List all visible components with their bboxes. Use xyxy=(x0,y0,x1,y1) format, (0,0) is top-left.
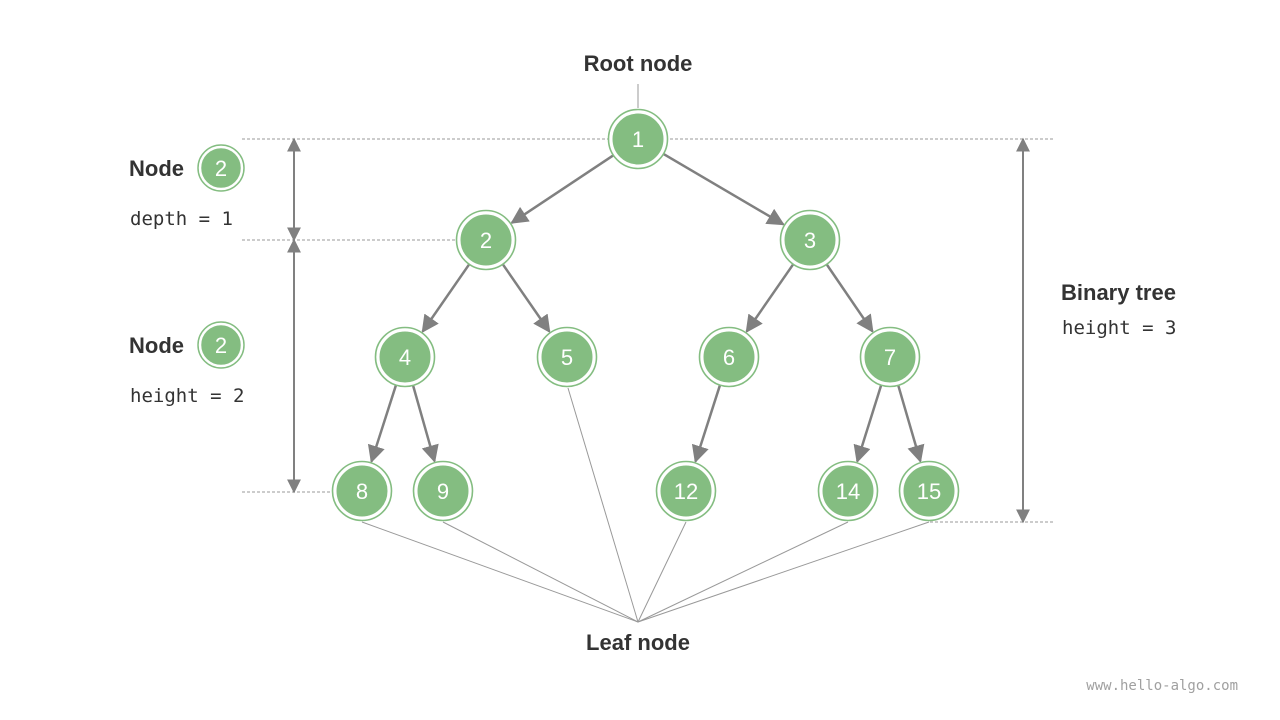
tree-edge-4-8 xyxy=(367,385,398,464)
tree-edge-7-15 xyxy=(897,385,925,463)
tree-node-label: 12 xyxy=(674,479,698,504)
node-height-title: Node xyxy=(129,333,184,358)
tree-node-label: 3 xyxy=(804,228,816,253)
leaf-pointer-14 xyxy=(637,521,849,623)
legend-node-height: 2 xyxy=(197,321,245,369)
tree-node-label: 6 xyxy=(723,345,735,370)
leaf-pointer-12 xyxy=(637,521,687,623)
tree-edges xyxy=(367,153,925,464)
tree-node-5: 5 xyxy=(536,326,598,388)
tree-node-1: 1 xyxy=(607,108,669,170)
tree-edge-3-6 xyxy=(745,263,794,333)
tree-edge-7-14 xyxy=(853,385,883,464)
tree-node-6: 6 xyxy=(698,326,760,388)
tree-node-label: 9 xyxy=(437,479,449,504)
tree-node-label: 7 xyxy=(884,345,896,370)
leaf-node-label: Leaf node xyxy=(586,630,690,655)
tree-node-2: 2 xyxy=(455,209,517,271)
tree-node-14: 14 xyxy=(817,460,879,522)
svg-text:2: 2 xyxy=(215,156,227,181)
node-depth-title: Node xyxy=(129,156,184,181)
tree-node-label: 5 xyxy=(561,345,573,370)
tree-edge-6-12 xyxy=(691,385,722,464)
root-node-label: Root node xyxy=(584,51,693,76)
tree-node-15: 15 xyxy=(898,460,960,522)
legend-node-depth: 2 xyxy=(197,144,245,192)
leaf-pointer-8 xyxy=(361,521,639,623)
tree-node-label: 14 xyxy=(836,479,860,504)
tree-node-12: 12 xyxy=(655,460,717,522)
tree-node-7: 7 xyxy=(859,326,921,388)
tree-node-label: 4 xyxy=(399,345,411,370)
depth-text: depth = 1 xyxy=(130,208,233,230)
tree-node-label: 8 xyxy=(356,479,368,504)
tree-node-label: 15 xyxy=(917,479,941,504)
height-text: height = 2 xyxy=(130,385,244,407)
tree-edge-1-2 xyxy=(510,154,614,224)
tree-edge-3-7 xyxy=(825,264,874,333)
tree-edge-1-3 xyxy=(663,153,785,226)
leaf-pointer-5 xyxy=(567,387,639,623)
svg-text:2: 2 xyxy=(215,333,227,358)
tree-edge-2-4 xyxy=(421,263,470,333)
tree-height-text: height = 3 xyxy=(1062,317,1176,339)
tree-node-label: 2 xyxy=(480,228,492,253)
leaf-pointer-15 xyxy=(637,521,930,623)
tree-node-label: 1 xyxy=(632,127,644,152)
tree-node-8: 8 xyxy=(331,460,393,522)
tree-node-9: 9 xyxy=(412,460,474,522)
tree-edge-2-5 xyxy=(502,263,551,333)
tree-edge-4-9 xyxy=(411,385,439,463)
binary-tree-title: Binary tree xyxy=(1061,280,1176,305)
leaf-pointer-9 xyxy=(442,521,639,623)
tree-node-4: 4 xyxy=(374,326,436,388)
watermark: www.hello-algo.com xyxy=(1086,678,1238,694)
tree-node-3: 3 xyxy=(779,209,841,271)
